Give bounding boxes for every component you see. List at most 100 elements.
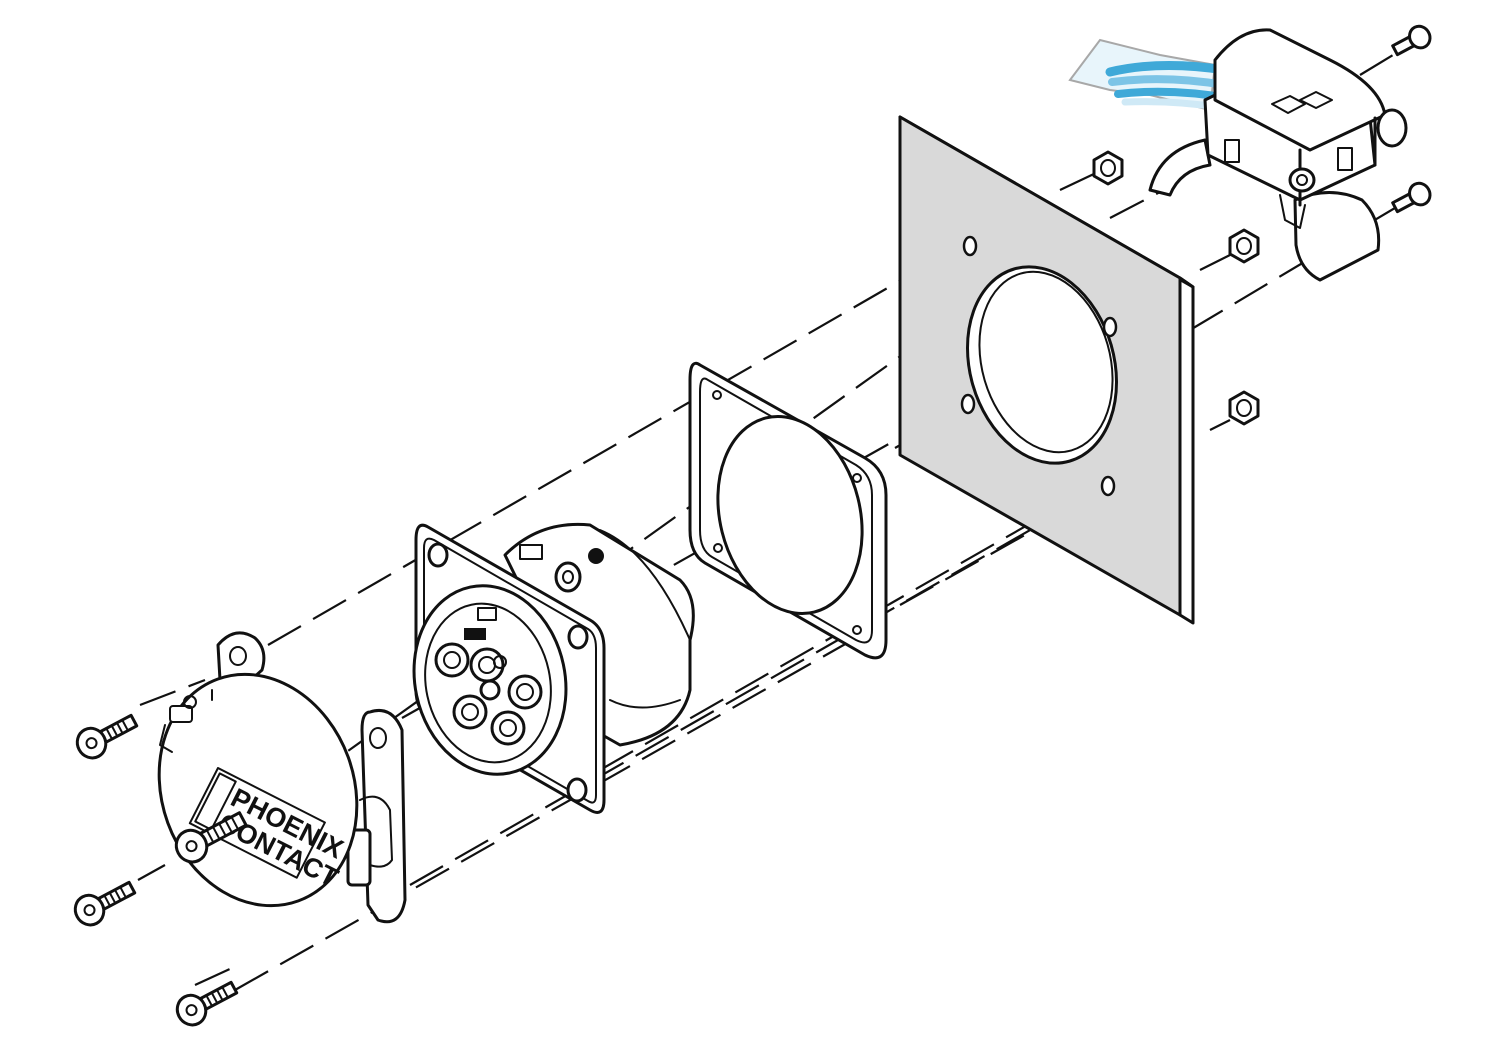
cap-hinge-hole [369, 727, 387, 749]
screw-1-head [75, 726, 108, 760]
rear-housing [1068, 28, 1408, 282]
rear-screw-1 [1391, 24, 1432, 57]
logo-mark [194, 772, 237, 831]
housing-clamp-left [1148, 138, 1212, 197]
socket-contacts [434, 642, 543, 746]
screw-4 [175, 980, 239, 1027]
hex-nut-1-bore [1100, 159, 1116, 177]
contact-pin-1 [434, 642, 470, 678]
screw-3-socket [83, 904, 96, 917]
alignment-line-bottom-left [234, 629, 871, 991]
socket-indicator [588, 548, 604, 564]
alignment-line-screw-3 [137, 864, 166, 881]
hex-nuts [1092, 150, 1260, 426]
alignment-line-screw-1 [139, 678, 206, 707]
socket-flange-hole-4 [566, 777, 588, 803]
alignment-line-plate-low [899, 489, 1106, 606]
socket-key-mark [464, 628, 486, 640]
mounting-plate [898, 115, 1195, 625]
hex-nut-2-bore [1236, 237, 1252, 255]
alignment-line-screw-4 [194, 967, 233, 986]
hex-nut-1-body [1092, 150, 1124, 186]
plate-hole-top-right [1102, 316, 1118, 338]
contact-pin-1-core [443, 651, 461, 669]
gasket-hole-4 [852, 625, 862, 635]
logo-frame [188, 767, 326, 879]
cable-wire-2 [1108, 75, 1229, 89]
rear-screw-2-head [1408, 181, 1432, 207]
contact-pin-6 [493, 655, 507, 669]
gasket-hole-3 [713, 543, 723, 553]
gasket-inner-rim [699, 377, 873, 644]
screw-2-socket [185, 840, 198, 853]
cap-lock-lever [159, 724, 173, 753]
contact-pin-4-core [461, 703, 479, 721]
alignment-line-center [305, 284, 1001, 782]
screw-4-socket [185, 1004, 198, 1017]
contact-pin-5-core [499, 719, 517, 737]
gasket-hole-2 [852, 473, 862, 483]
housing-clamp-right [1293, 191, 1381, 282]
contact-pin-signal [479, 679, 501, 701]
cap-hinge-barrel [346, 828, 372, 887]
cap-hinge-strip [360, 709, 407, 924]
gasket [688, 361, 888, 660]
contact-pin-5 [490, 710, 526, 746]
socket-top-window [519, 544, 543, 560]
front-screws [73, 713, 248, 1027]
plate-hole-bottom-right [1100, 475, 1116, 497]
alignment-line-top-screw [1359, 51, 1399, 76]
socket-key-slot [477, 607, 497, 621]
socket-body-seam [609, 699, 681, 709]
screw-2 [174, 811, 248, 864]
screw-2-head [174, 828, 209, 864]
housing-center-screw [1288, 167, 1316, 193]
hex-nut-3-bore [1236, 399, 1252, 417]
housing-latch-right [1337, 147, 1353, 171]
socket-face-inner [424, 602, 552, 764]
housing-center-screw-socket [1296, 174, 1308, 186]
gasket-hole-1 [712, 390, 722, 400]
socket-flange-hole-2 [567, 624, 589, 650]
contact-pin-2 [469, 647, 505, 683]
rear-screw-1-head [1408, 24, 1432, 50]
socket-flange-inner [423, 537, 597, 804]
screw-1 [75, 713, 139, 760]
charging-socket [412, 522, 695, 814]
cap-lock-button [169, 705, 193, 723]
alignment-line-nut-3 [1209, 419, 1231, 431]
socket-body-contour [599, 529, 691, 641]
cable-wire-1 [1105, 60, 1230, 77]
plate-cutout-inner-edge [978, 270, 1114, 454]
contact-pin-3 [507, 674, 543, 710]
housing-top-tab-1 [1271, 95, 1306, 114]
contact-pin-4 [452, 694, 488, 730]
alignment-line-bottom-a [409, 489, 1101, 886]
hinged-cap: PHOENIX CONTACT [157, 631, 407, 924]
screw-3 [73, 880, 137, 927]
cap-hinge-knuckle [359, 795, 393, 868]
socket-latch-hole-inner [562, 570, 574, 584]
housing-latch-left [1224, 139, 1240, 163]
alignment-line-nut-2 [1199, 254, 1231, 271]
hex-nut-2 [1228, 228, 1260, 264]
hex-nut-3 [1228, 390, 1260, 426]
hex-nut-1 [1092, 150, 1124, 186]
gasket-opening [716, 415, 864, 615]
screw-4-head [175, 993, 208, 1027]
cap-disc [157, 672, 359, 908]
plate-hole-bottom-left [960, 393, 976, 415]
rear-screws [1391, 24, 1432, 214]
alignment-line-rear-screw [1189, 204, 1401, 331]
screw-1-socket [85, 737, 98, 750]
socket-latch-hole [554, 561, 582, 593]
housing-top-tab-2 [1299, 91, 1333, 109]
alignment-line-top-left [267, 251, 951, 646]
socket-flange-hole-1 [427, 542, 449, 568]
cap-lock-symbol-o [183, 695, 197, 709]
housing-mount-bracket [1279, 194, 1306, 229]
screw-3-head [73, 893, 106, 927]
cap-top-tab-hole [229, 646, 247, 666]
